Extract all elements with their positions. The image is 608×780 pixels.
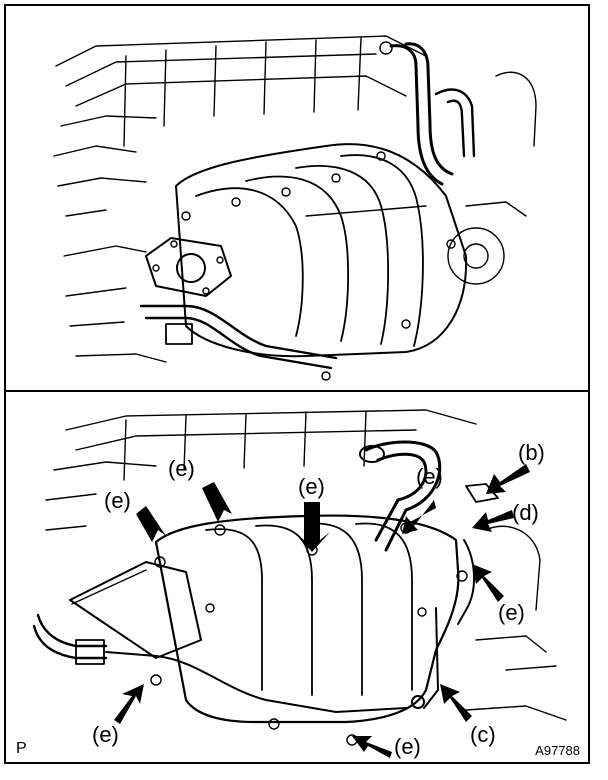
arrow-b [486,464,530,494]
callout-e-bottom: (e) [394,734,421,759]
arrow-e-3 [294,502,330,552]
figure-frame: (e) (e) (e) (e) (b) (d) (e) (c) (e) (e) … [4,4,590,764]
arrow-e-7 [352,736,392,758]
arrow-c [440,684,472,722]
manifold-detail-illustration: (e) (e) (e) (e) (b) (d) (e) (c) (e) (e) [32,409,567,759]
callout-e-bottom-left: (e) [92,722,119,747]
callout-e-center: (e) [298,474,325,499]
callout-e-upper-left: (e) [104,488,131,513]
engine-overview-illustration [53,35,537,381]
callout-b: (b) [518,440,545,465]
callout-e-top-left: (e) [168,456,195,481]
top-panel [6,6,588,390]
arrow-e-5 [472,564,504,602]
arrow-e-2 [202,482,232,522]
arrow-e-6 [114,684,144,724]
panel-divider [6,390,588,392]
figure-id: A97788 [535,743,580,758]
arrow-e-4 [402,500,436,534]
arrow-e-1 [136,506,166,542]
callout-c: (c) [470,722,496,747]
callout-e-right: (e) [498,600,525,625]
callout-d: (d) [512,500,539,525]
corner-marker: P [16,740,27,757]
callout-e-right-upper: (e) [416,464,443,489]
arrow-d [472,510,514,532]
bottom-panel: (e) (e) (e) (e) (b) (d) (e) (c) (e) (e) … [6,390,588,762]
